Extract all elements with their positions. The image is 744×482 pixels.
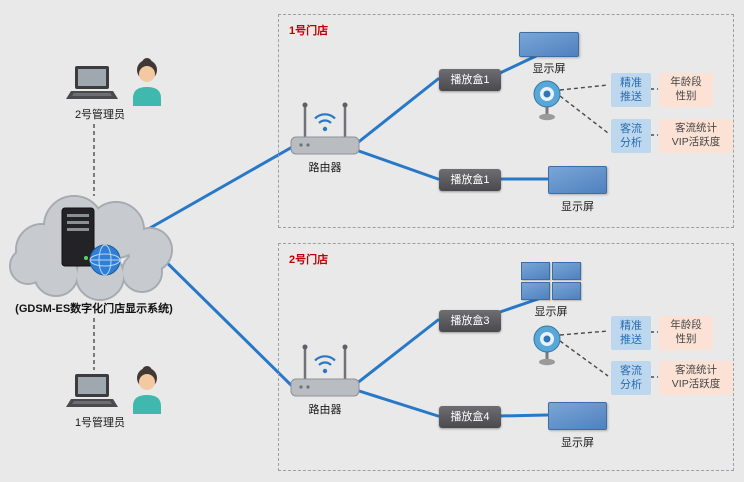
display-tile [521, 262, 550, 280]
playbox: 播放盒4 [439, 406, 501, 428]
router-label: 路由器 [308, 404, 342, 416]
wifi-icon [314, 113, 336, 132]
network-links [148, 54, 549, 418]
analysis-result-tag: 客流统计 VIP活跃度 [659, 119, 733, 153]
wifi-icon [314, 355, 336, 374]
router-icon [290, 344, 360, 397]
display-screen [548, 166, 607, 194]
admin-label: 1号管理员 [74, 417, 126, 429]
server-tower-icon [61, 207, 95, 267]
display-label: 显示屏 [561, 437, 594, 449]
display-label: 显示屏 [534, 306, 568, 318]
display-label: 显示屏 [532, 63, 566, 75]
store-title: 2号门店 [289, 254, 329, 266]
display-videowall [521, 262, 581, 300]
router-icon [290, 102, 360, 155]
webcam-icon [533, 80, 561, 121]
push-result-tag: 年龄段 性别 [659, 73, 713, 107]
push-tag: 精准 推送 [611, 316, 651, 350]
playbox: 播放盒1 [439, 69, 501, 91]
admin-avatar-icon [133, 58, 161, 106]
display-tile [552, 282, 581, 300]
analysis-tag: 客流 分析 [611, 119, 651, 153]
system-title: (GDSM-ES数字化门店显示系统) [15, 303, 173, 315]
admin-label: 2号管理员 [74, 109, 126, 121]
store-1-box: 1号门店 显示屏 播放盒1 精准 推送 年龄段 性别 客流 分析 客流统计 VI… [278, 14, 734, 228]
push-result-tag: 年龄段 性别 [659, 316, 713, 350]
globe-icon [89, 244, 121, 276]
display-screen [548, 402, 607, 430]
webcam-icon [533, 325, 561, 366]
playbox: 播放盒1 [439, 169, 501, 191]
router-label: 路由器 [308, 162, 342, 174]
display-tile [552, 262, 581, 280]
display-screen [519, 32, 579, 57]
push-tag: 精准 推送 [611, 73, 651, 107]
store-title: 1号门店 [289, 25, 329, 37]
store-2-box: 2号门店 显示屏 播放盒3 精准 推送 年龄段 性别 客流 分析 客流统计 VI… [278, 243, 734, 471]
laptop-icon [66, 66, 118, 99]
laptop-icon [66, 374, 118, 407]
display-label: 显示屏 [561, 201, 594, 213]
analysis-result-tag: 客流统计 VIP活跃度 [659, 361, 733, 395]
cloud-server-icon [9, 195, 173, 301]
admin-avatar-icon [133, 366, 161, 414]
display-tile [521, 282, 550, 300]
analysis-tag: 客流 分析 [611, 361, 651, 395]
playbox: 播放盒3 [439, 310, 501, 332]
dashed-links [93, 84, 658, 378]
